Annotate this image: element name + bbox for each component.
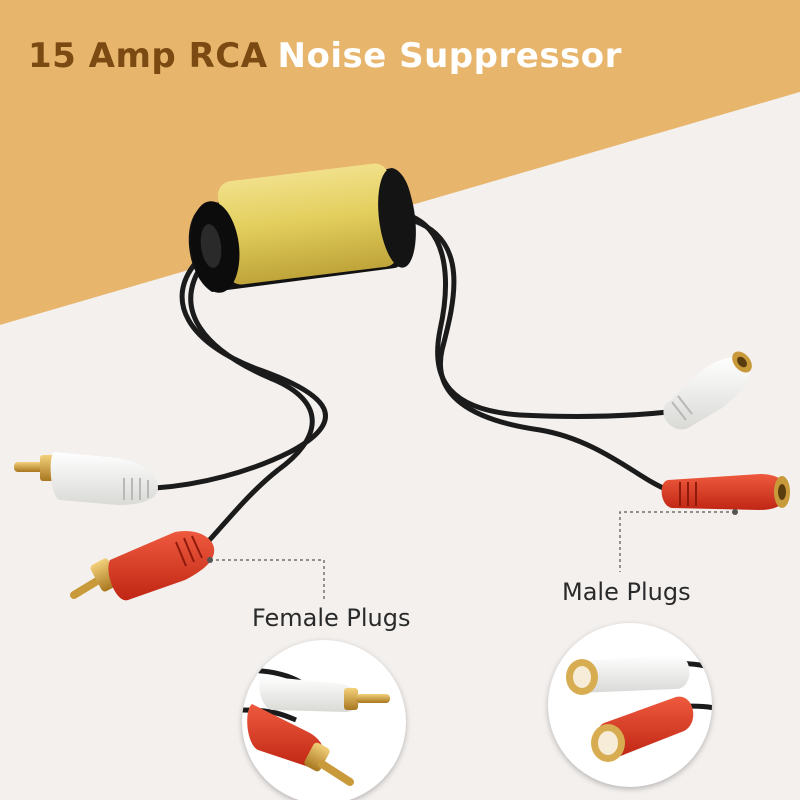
headline-part-2: Noise Suppressor: [277, 36, 622, 76]
left-red-male-plug: [70, 530, 215, 601]
female-callout-dot: [207, 557, 213, 563]
left-white-male-plug: [14, 452, 158, 505]
callout-lines: [210, 511, 735, 600]
cable-left-white: [152, 255, 328, 491]
male-plugs-closeup: [548, 623, 712, 787]
male-callout-dot: [732, 509, 738, 515]
suppressor-cylinder: [188, 163, 416, 293]
right-white-female-plug: [663, 351, 752, 430]
female-plugs-label: Female Plugs: [252, 604, 411, 632]
female-plugs-closeup: [242, 640, 406, 800]
cables: [152, 212, 671, 548]
headline-part-1: 15 Amp RCA: [28, 36, 268, 76]
male-plugs-label: Male Plugs: [562, 578, 691, 606]
right-red-female-plug: [661, 474, 790, 510]
cable-right-red: [409, 217, 671, 493]
cable-left-red: [188, 259, 315, 548]
female-callout-line: [210, 559, 325, 600]
male-callout-line: [619, 511, 735, 572]
